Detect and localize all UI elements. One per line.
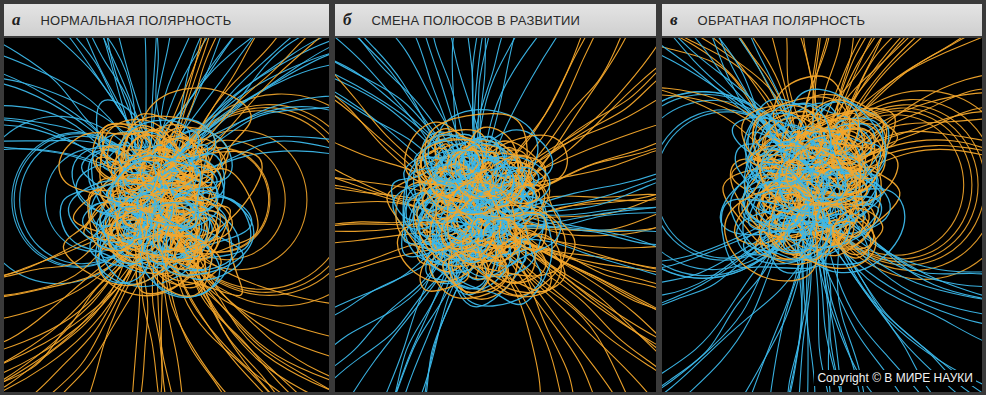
field-line [474, 38, 586, 166]
field-line [4, 38, 116, 147]
field-line [448, 136, 514, 199]
panel-header: б СМЕНА ПОЛЮСОВ В РАЗВИТИИ [335, 4, 656, 36]
field-line [159, 203, 198, 228]
field-line [823, 237, 888, 392]
panel-letter: в [670, 10, 678, 30]
field-line [147, 234, 212, 297]
field-lines [662, 38, 982, 392]
field-line [536, 38, 656, 216]
field-line [748, 181, 809, 231]
field-line [730, 164, 823, 261]
field-line [805, 113, 865, 146]
field-line [182, 247, 329, 346]
field-line [164, 260, 329, 392]
field-line [178, 243, 329, 392]
field-line [187, 258, 329, 392]
field-line [449, 251, 508, 293]
field-lines [335, 38, 656, 392]
field-line [742, 105, 823, 163]
field-line [4, 255, 142, 392]
field-line [497, 248, 656, 392]
field-line [837, 229, 940, 392]
field-line [187, 141, 329, 392]
panel-letter: б [343, 10, 351, 30]
field-line [167, 169, 258, 254]
field-line [112, 210, 148, 247]
field-line [662, 38, 812, 154]
field-line [788, 221, 831, 259]
field-line [808, 38, 982, 121]
panel-header: а НОРМАЛЬНАЯ ПОЛЯРНОСТЬ [4, 4, 329, 36]
panel-title: НОРМАЛЬНАЯ ПОЛЯРНОСТЬ [41, 13, 232, 28]
field-line [769, 104, 831, 165]
field-line [180, 38, 329, 150]
field-line [107, 161, 156, 203]
field-line [845, 38, 982, 137]
field-line [154, 38, 329, 158]
field-line [447, 182, 515, 261]
panel-title: ОБРАТНАЯ ПОЛЯРНОСТЬ [698, 13, 866, 28]
field-line [185, 254, 329, 392]
field-line [153, 145, 198, 189]
field-line [165, 38, 329, 169]
panel: б СМЕНА ПОЛЮСОВ В РАЗВИТИИ [335, 4, 656, 392]
field-line [502, 248, 656, 392]
field-line [812, 187, 847, 231]
field-line [4, 255, 128, 392]
field-line [786, 148, 857, 203]
copyright-watermark: Copyright © В МИРЕ НАУКИ [814, 370, 976, 386]
field-line [515, 38, 656, 202]
field-line [497, 38, 656, 198]
field-line [108, 216, 143, 263]
field-line [59, 130, 165, 205]
field-line [725, 186, 818, 281]
field-line [335, 261, 450, 392]
field-line [4, 237, 132, 392]
field-lines [4, 38, 329, 392]
field-line [662, 230, 790, 319]
field-line [176, 198, 231, 260]
panel: а НОРМАЛЬНАЯ ПОЛЯРНОСТЬ [4, 4, 329, 392]
field-line [486, 234, 561, 297]
field-line [833, 208, 883, 258]
field-line [4, 248, 144, 392]
field-line [177, 45, 329, 161]
field-line [483, 219, 521, 247]
panel-header: в ОБРАТНАЯ ПОЛЯРНОСТЬ [662, 4, 982, 36]
field-line [112, 164, 173, 240]
field-line [662, 244, 779, 392]
field-line [4, 254, 137, 393]
field-line [518, 238, 656, 392]
panel-letter: а [12, 10, 21, 30]
panel: в ОБРАТНАЯ ПОЛЯРНОСТЬ [662, 4, 982, 392]
field-line [662, 38, 783, 148]
field-line [761, 142, 808, 183]
field-line [423, 181, 463, 225]
field-line [662, 92, 807, 278]
field-line [335, 38, 447, 176]
field-line [512, 185, 539, 204]
field-line [471, 217, 494, 237]
field-line [444, 221, 483, 246]
field-line [743, 180, 822, 259]
field-line [425, 114, 527, 202]
field-line [189, 38, 329, 157]
field-line [833, 38, 982, 141]
field-line [335, 248, 443, 392]
field-line [162, 38, 329, 159]
field-line [4, 38, 152, 158]
field-line [812, 241, 982, 392]
field-line [117, 164, 197, 264]
panel-title: СМЕНА ПОЛЮСОВ В РАЗВИТИИ [371, 13, 580, 28]
field-line [487, 38, 656, 155]
field-line [435, 150, 479, 181]
field-line [185, 187, 218, 212]
field-line [162, 264, 257, 392]
field-line [512, 65, 656, 209]
field-line [137, 195, 162, 214]
field-line [836, 237, 982, 392]
